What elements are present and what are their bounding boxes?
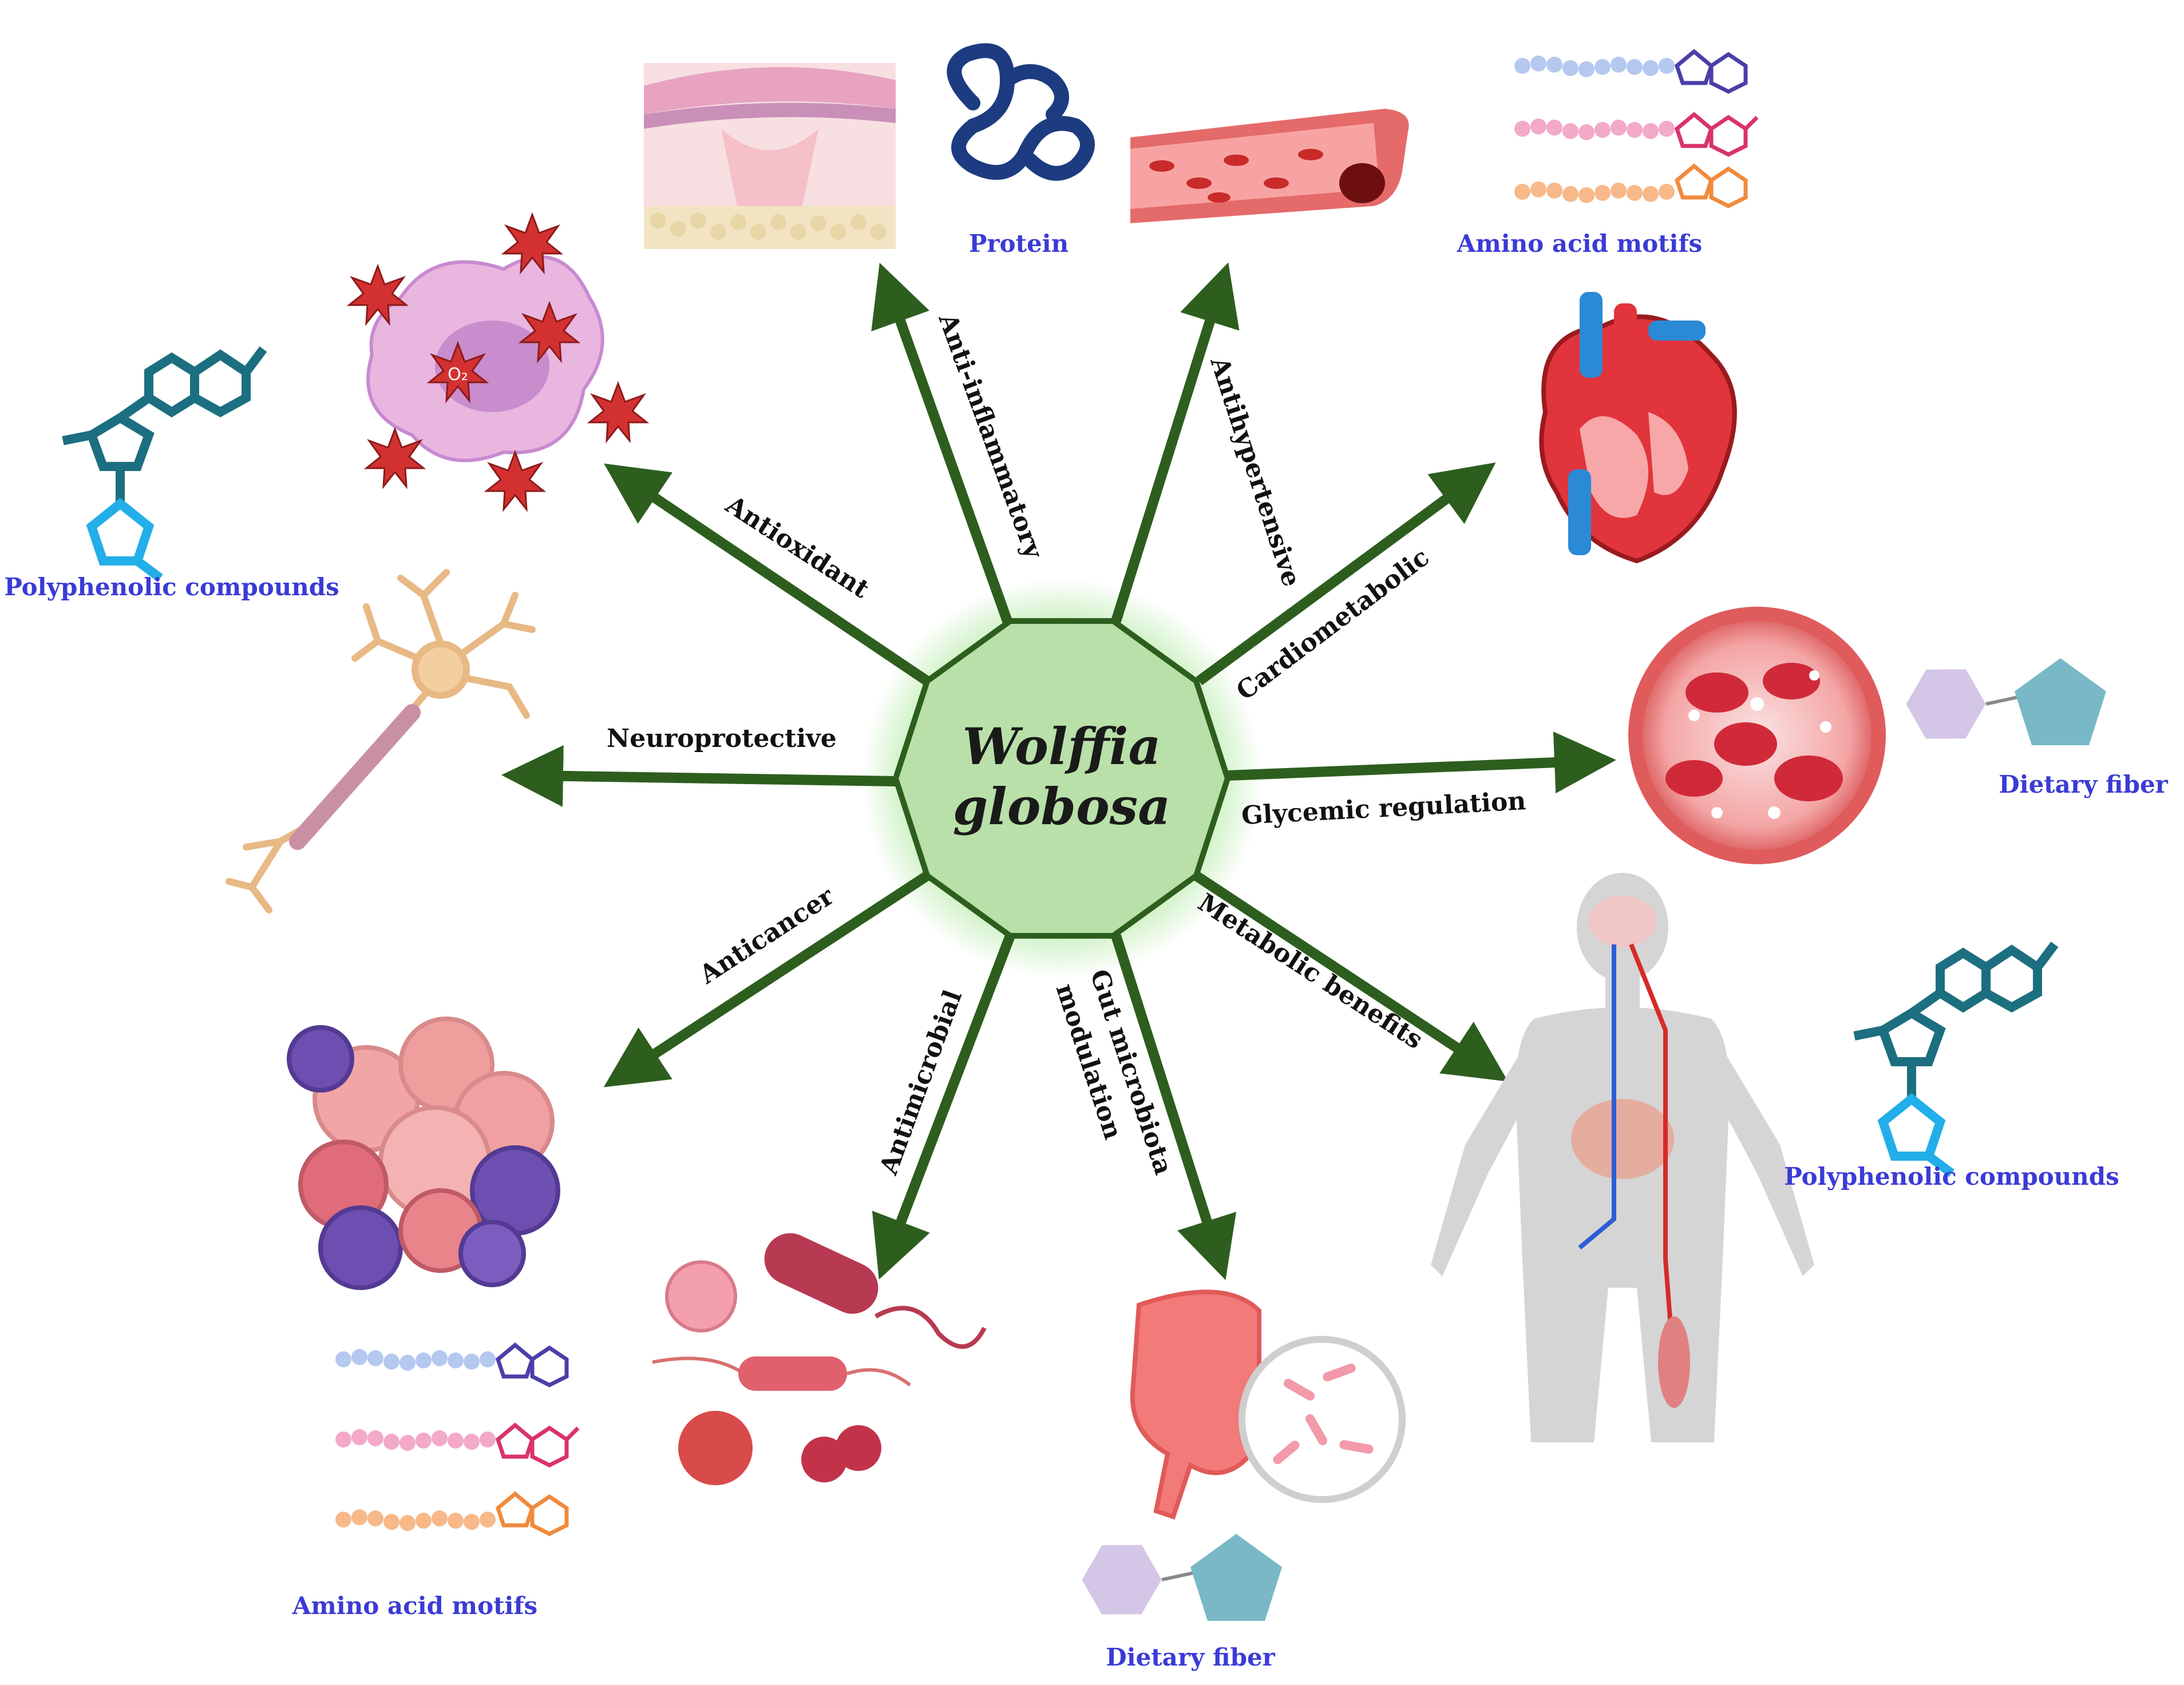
arrow-glycemic xyxy=(1227,731,1616,794)
caption-amino-top: Amino acid motifs xyxy=(1457,230,1702,258)
o2-label: O₂ xyxy=(448,365,468,385)
blood-vessel-illustration xyxy=(1130,109,1409,223)
polyphenol-icon-right xyxy=(1854,944,2055,1173)
arrow-anticancer xyxy=(603,871,930,1087)
arrow-antimicrobial xyxy=(872,934,1015,1280)
center-node: Wolffia globosa xyxy=(861,578,1262,979)
oxidative-cell-illustration: O₂ xyxy=(348,213,648,511)
caption-fiber-bottom: Dietary fiber xyxy=(1106,1643,1275,1671)
label-glycemic: Glycemic regulation xyxy=(1241,786,1527,830)
blood-sugar-illustration xyxy=(1628,607,1886,864)
arrow-metabolic xyxy=(1193,871,1509,1082)
label-antioxidant: Antioxidant xyxy=(720,490,875,604)
arrows xyxy=(501,262,1616,1280)
microbes-illustration xyxy=(652,1233,987,1485)
label-neuroprotective: Neuroprotective xyxy=(607,724,837,753)
caption-poly-right: Polyphenolic compounds xyxy=(1784,1162,2119,1190)
protein-icon xyxy=(947,43,1095,181)
arrow-neuroprotective xyxy=(501,745,896,807)
amino-acid-motifs-top xyxy=(1514,52,1757,206)
label-metabolic: Metabolic benefits xyxy=(1193,888,1428,1055)
caption-poly-left: Polyphenolic compounds xyxy=(4,573,339,601)
arrow-gut xyxy=(1111,934,1237,1280)
cancer-cells-illustration xyxy=(287,1016,560,1290)
label-anticancer: Anticancer xyxy=(694,881,839,990)
dietary-fiber-icon-bottom xyxy=(1072,1528,1282,1631)
caption-fiber-right: Dietary fiber xyxy=(1999,770,2168,798)
label-anti-inflammatory: Anti-inflammatory xyxy=(932,309,1049,563)
arrow-anti-inflammatory xyxy=(871,263,1012,623)
center-title-line2: globosa xyxy=(953,777,1170,836)
label-cardiometabolic: Cardiometabolic xyxy=(1231,543,1435,706)
neuron-illustration xyxy=(225,569,536,913)
heart-illustration xyxy=(1539,292,1737,564)
dietary-fiber-icon-right xyxy=(1896,652,2106,756)
label-antihypertensive: Antihypertensive xyxy=(1204,353,1306,590)
caption-amino-bottom: Amino acid motifs xyxy=(292,1592,537,1620)
arrow-antihypertensive xyxy=(1111,262,1240,623)
skin-tissue-illustration xyxy=(644,63,896,249)
center-decagon xyxy=(892,618,1231,939)
arrow-antioxidant xyxy=(604,463,931,686)
center-title-line1: Wolffia xyxy=(962,717,1161,776)
gut-illustration xyxy=(1130,1290,1406,1520)
caption-protein: Protein xyxy=(969,230,1069,258)
amino-acid-motifs-bottom xyxy=(335,1345,578,1534)
polyphenol-icon-left xyxy=(63,349,263,578)
human-body-illustration xyxy=(1431,873,1814,1442)
arrow-cardiometabolic xyxy=(1196,462,1496,686)
